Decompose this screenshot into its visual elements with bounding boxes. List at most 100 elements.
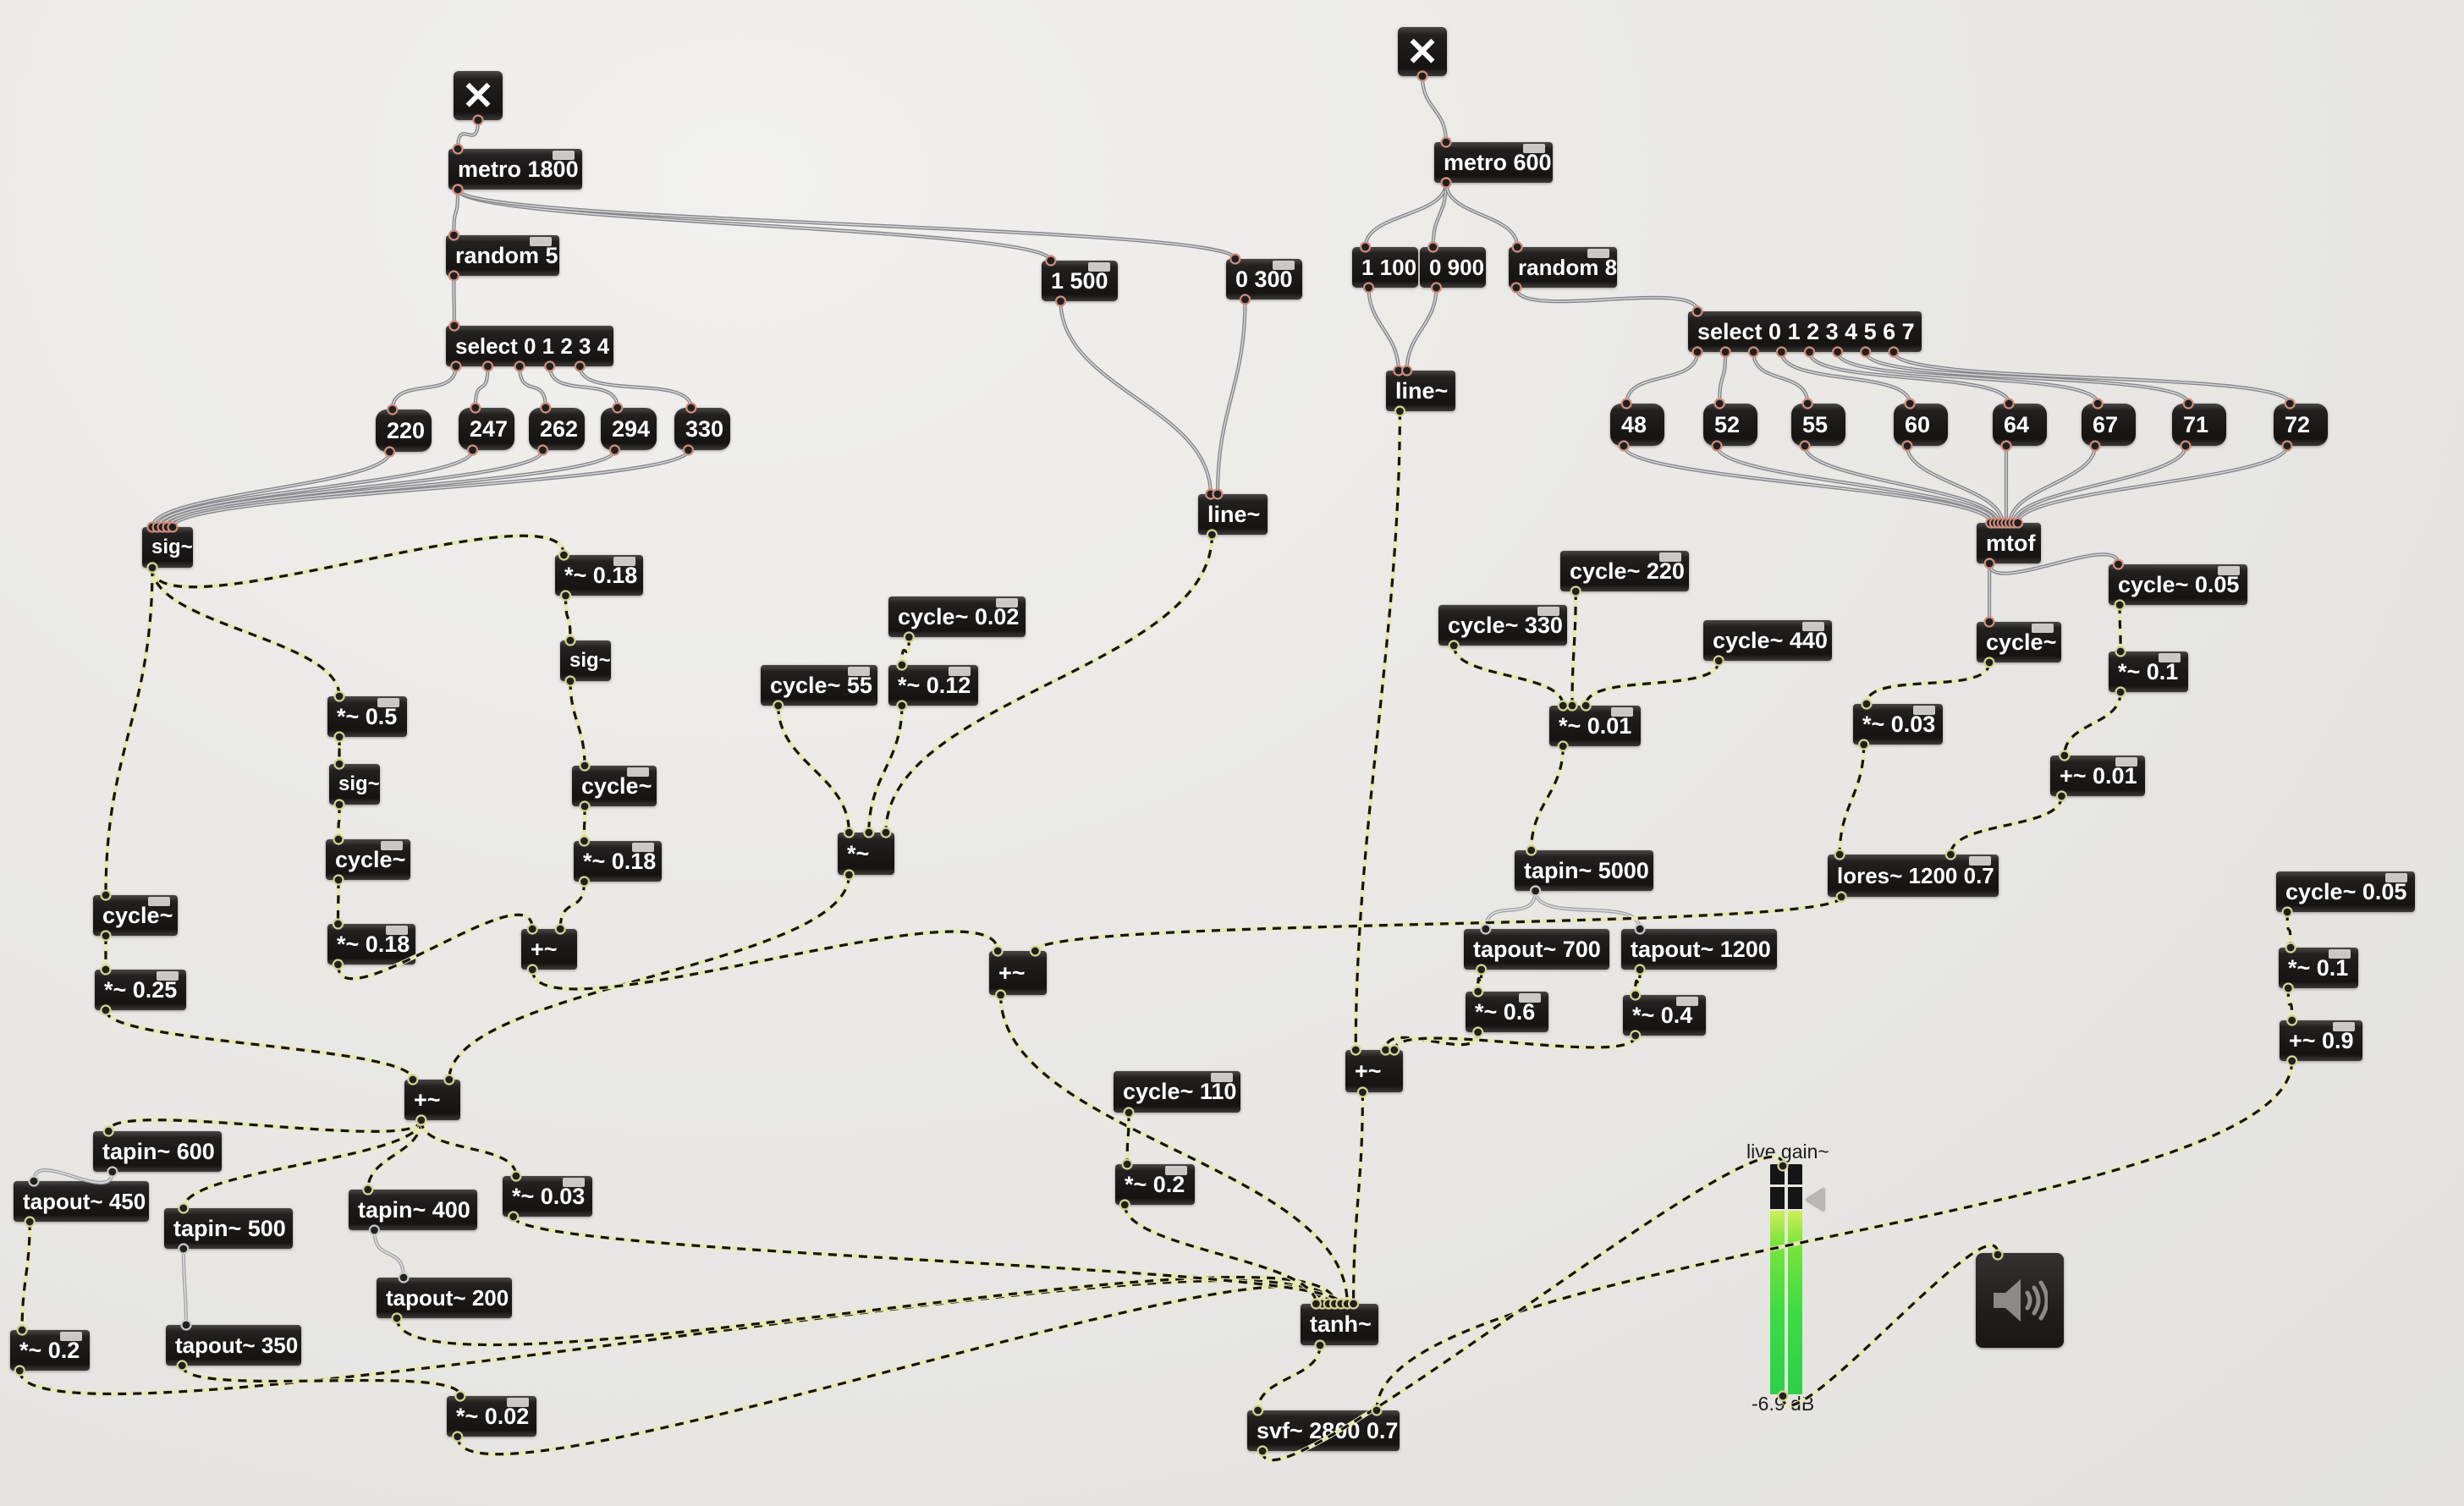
- object-box-line-right[interactable]: line~: [1386, 371, 1455, 411]
- object-box-cycle-0.05-upper[interactable]: cycle~ 0.05: [2109, 564, 2247, 605]
- object-box-cycle-55[interactable]: cycle~ 55: [761, 665, 877, 706]
- object-box-mult-0.12[interactable]: *~ 0.12: [888, 665, 978, 706]
- object-box-mult-0.03-left[interactable]: *~ 0.03: [503, 1176, 592, 1217]
- control-patch-cord: [1621, 445, 1993, 524]
- object-box-mult-0.18-mid[interactable]: *~ 0.18: [574, 841, 662, 882]
- object-box-mult-0.18-lower[interactable]: *~ 0.18: [327, 924, 415, 965]
- number-box-72[interactable]: 72: [2274, 404, 2328, 446]
- object-box-metro-1800[interactable]: metro 1800: [448, 149, 582, 190]
- control-patch-cord: [1863, 351, 2191, 404]
- control-patch-cord: [155, 449, 475, 528]
- object-box-mult-0.4[interactable]: *~ 0.4: [1623, 995, 1706, 1036]
- object-box-cycle-440[interactable]: cycle~ 440: [1703, 620, 1832, 661]
- signal-patch-cord: [1633, 969, 1642, 996]
- object-box-plus-0.01[interactable]: +~ 0.01: [2050, 756, 2145, 796]
- number-box-71[interactable]: 71: [2172, 404, 2226, 446]
- number-box-52[interactable]: 52: [1703, 404, 1757, 446]
- object-box-random-8[interactable]: random 8: [1509, 247, 1617, 288]
- control-patch-cord: [518, 366, 547, 409]
- object-box-mult-0.01[interactable]: *~ 0.01: [1549, 706, 1641, 746]
- object-box-plus-0.9[interactable]: +~ 0.9: [2280, 1020, 2362, 1061]
- object-box-tapin-400[interactable]: tapin~ 400: [349, 1190, 477, 1230]
- object-box-mult-plain[interactable]: *~: [838, 833, 894, 875]
- object-box-svf-2800-0.7[interactable]: svf~ 2800 0.7: [1247, 1410, 1400, 1451]
- object-box-cycle-0.05-lower[interactable]: cycle~ 0.05: [2276, 871, 2415, 912]
- object-box-select-0-1-2-3-4-5-6-7[interactable]: select 0 1 2 3 4 5 6 7: [1688, 311, 1922, 352]
- number-box-48[interactable]: 48: [1610, 404, 1664, 446]
- gain-slider-handle[interactable]: [1806, 1188, 1824, 1212]
- object-box-sig-left[interactable]: sig~: [142, 527, 193, 568]
- live-gain-label: live.gain~: [1746, 1140, 1829, 1162]
- object-box-cycle-0.02[interactable]: cycle~ 0.02: [888, 596, 1026, 637]
- object-box-mult-0.2-mid[interactable]: *~ 0.2: [1115, 1164, 1195, 1205]
- object-box-mult-0.5[interactable]: *~ 0.5: [327, 696, 407, 737]
- object-box-tapout-1200[interactable]: tapout~ 1200: [1621, 929, 1777, 970]
- object-box-tapout-700[interactable]: tapout~ 700: [1464, 929, 1609, 970]
- toggle-checkbox-right[interactable]: ✕: [1398, 27, 1447, 76]
- control-patch-cord: [1625, 351, 1700, 404]
- signal-patch-cord: [1530, 745, 1565, 851]
- object-box-tapout-450[interactable]: tapout~ 450: [14, 1181, 149, 1222]
- object-box-plus-center[interactable]: +~: [404, 1080, 460, 1120]
- number-box-262[interactable]: 262: [529, 408, 585, 450]
- live-gain-slider[interactable]: live.gain~ -6.9 dB: [1743, 1140, 1845, 1420]
- message-box-0-300[interactable]: 0 300: [1226, 259, 1302, 300]
- object-box-line-middle[interactable]: line~: [1198, 494, 1268, 535]
- object-box-cycle-lower[interactable]: cycle~: [326, 839, 410, 880]
- object-box-cycle-220[interactable]: cycle~ 220: [1560, 551, 1689, 591]
- ezdac-speaker-button[interactable]: [1976, 1253, 2064, 1348]
- object-box-plus-right[interactable]: +~: [989, 951, 1047, 995]
- object-box-random-5[interactable]: random 5: [446, 235, 559, 276]
- object-box-select-0-1-2-3-4[interactable]: select 0 1 2 3 4: [446, 326, 613, 366]
- object-box-plus-center-right[interactable]: +~: [1345, 1050, 1403, 1092]
- object-box-mult-0.25[interactable]: *~ 0.25: [95, 970, 186, 1010]
- control-patch-cord: [1485, 890, 1537, 930]
- object-box-cycle-110[interactable]: cycle~ 110: [1114, 1071, 1240, 1113]
- signal-patch-cord: [456, 1284, 1330, 1456]
- number-box-294[interactable]: 294: [601, 408, 657, 450]
- object-box-sig-mid[interactable]: sig~: [560, 640, 611, 681]
- control-patch-cord: [1515, 287, 1698, 312]
- object-box-metro-600[interactable]: metro 600: [1434, 142, 1553, 183]
- object-box-mult-0.6[interactable]: *~ 0.6: [1466, 992, 1548, 1032]
- control-patch-cord: [183, 1248, 187, 1326]
- number-box-67[interactable]: 67: [2082, 404, 2136, 446]
- signal-patch-cord: [19, 1221, 32, 1331]
- object-box-mult-0.2-left[interactable]: *~ 0.2: [10, 1330, 90, 1371]
- number-box-55[interactable]: 55: [1791, 404, 1845, 446]
- control-patch-cord: [1836, 351, 2098, 404]
- toggle-checkbox-left[interactable]: ✕: [454, 71, 503, 120]
- object-box-tapout-200[interactable]: tapout~ 200: [377, 1278, 512, 1318]
- object-box-mult-0.1-lower[interactable]: *~ 0.1: [2279, 948, 2358, 988]
- control-patch-cord: [1804, 445, 1999, 524]
- object-box-mtof[interactable]: mtof: [1977, 523, 2041, 563]
- message-box-1-500[interactable]: 1 500: [1042, 261, 1118, 301]
- message-box-0-900[interactable]: 0 900: [1420, 247, 1486, 288]
- number-box-247[interactable]: 247: [459, 408, 514, 450]
- object-box-sig-lower[interactable]: sig~: [329, 764, 380, 805]
- object-box-mult-0.02[interactable]: *~ 0.02: [447, 1396, 536, 1437]
- object-box-mult-0.18-top[interactable]: *~ 0.18: [555, 555, 643, 596]
- object-box-lores-1200-0.7[interactable]: lores~ 1200 0.7: [1828, 855, 1999, 897]
- number-box-60[interactable]: 60: [1894, 404, 1948, 446]
- object-box-mult-0.1-upper[interactable]: *~ 0.1: [2109, 651, 2188, 692]
- object-box-tanh[interactable]: tanh~: [1301, 1304, 1378, 1345]
- object-box-cycle-330[interactable]: cycle~ 330: [1438, 605, 1567, 646]
- control-patch-cord: [1780, 351, 1911, 404]
- number-box-220[interactable]: 220: [376, 409, 432, 452]
- control-patch-cord: [2009, 445, 2096, 524]
- object-box-tapin-5000[interactable]: tapin~ 5000: [1515, 850, 1653, 891]
- object-box-tapin-600[interactable]: tapin~ 600: [93, 1131, 222, 1172]
- message-box-1-100[interactable]: 1 100: [1352, 247, 1418, 288]
- object-box-tapout-350[interactable]: tapout~ 350: [166, 1325, 301, 1366]
- object-box-tapin-500[interactable]: tapin~ 500: [164, 1208, 293, 1249]
- object-box-cycle-far-left[interactable]: cycle~: [93, 895, 178, 936]
- object-box-mult-0.03-right[interactable]: *~ 0.03: [1853, 704, 1943, 745]
- object-box-plus-mid[interactable]: +~: [521, 929, 577, 970]
- number-box-330[interactable]: 330: [674, 408, 730, 450]
- object-box-cycle-right[interactable]: cycle~: [1977, 622, 2061, 662]
- number-box-64[interactable]: 64: [1993, 404, 2047, 446]
- signal-patch-cord: [581, 805, 587, 842]
- object-box-cycle-mid[interactable]: cycle~: [572, 766, 657, 806]
